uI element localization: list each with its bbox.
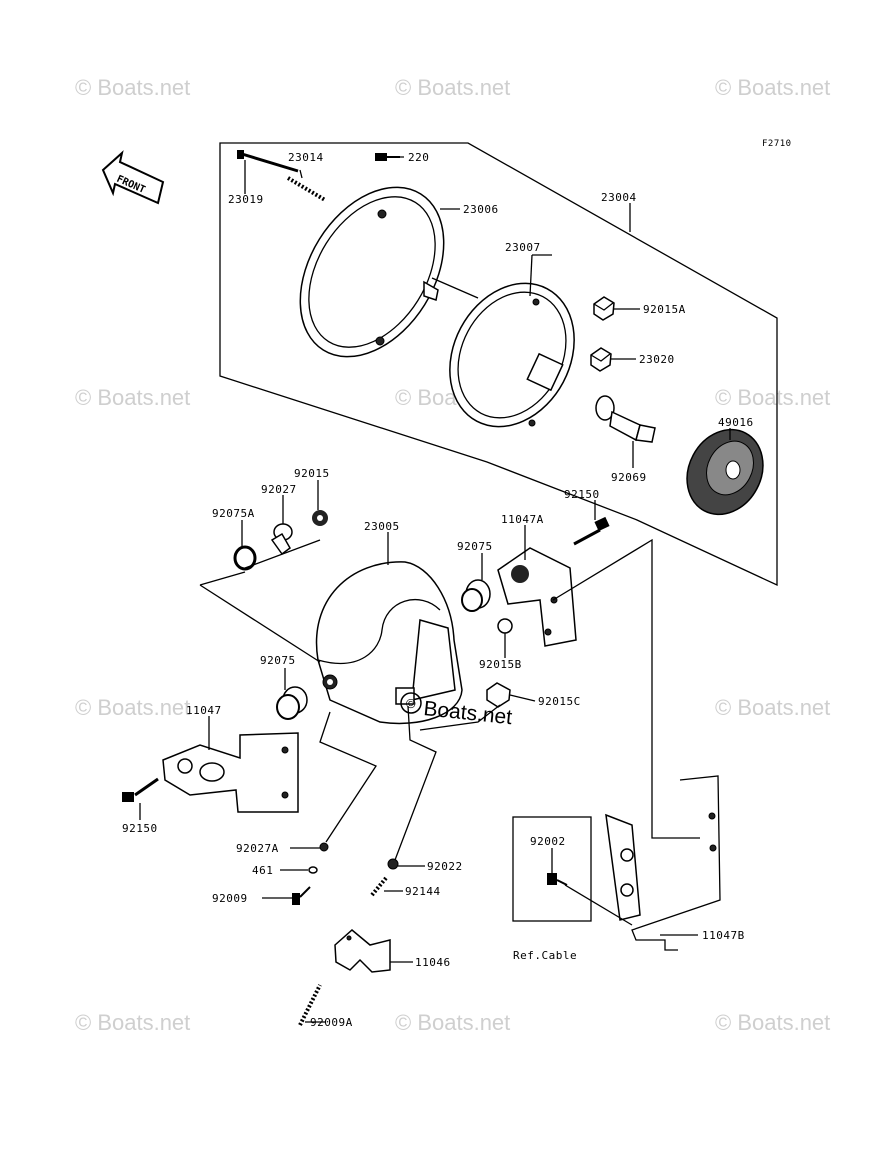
bracket	[334, 929, 391, 973]
headlight-assembly-outline	[219, 142, 778, 587]
watermark: © Boats.net	[715, 75, 830, 100]
part-label: 92015B	[479, 658, 522, 671]
part-label: 461	[252, 864, 273, 877]
part-label: 92015A	[643, 303, 686, 316]
grommet	[276, 686, 308, 720]
front-arrow-icon: FRONT	[101, 150, 165, 205]
part-label: 92027	[261, 483, 297, 496]
bracket	[605, 775, 721, 951]
nut	[497, 618, 513, 634]
part-label: 92075	[260, 654, 296, 667]
watermark: © Boats.net	[75, 1010, 190, 1035]
part-label: 92027A	[236, 842, 279, 855]
grommet	[233, 545, 257, 571]
part-label: 92009A	[310, 1016, 353, 1029]
svg-text:©: ©	[406, 696, 416, 711]
screw	[298, 984, 322, 1026]
bracket	[162, 732, 299, 813]
spring	[286, 176, 327, 202]
screw	[292, 886, 311, 905]
part-label: 23020	[639, 353, 675, 366]
part-label: 92022	[427, 860, 463, 873]
part-label: 23014	[288, 151, 324, 164]
rubber-boot	[686, 428, 764, 516]
part-label: 23006	[463, 203, 499, 216]
bracket	[497, 547, 577, 647]
part-label: 23005	[364, 520, 400, 533]
headlight-rim	[299, 186, 445, 358]
part-label: 92009	[212, 892, 248, 905]
part-labels: 23014 220 23019 23006 23004 23007 92015A…	[122, 151, 754, 1029]
leader-lines	[139, 156, 731, 1023]
nut	[486, 682, 511, 708]
headlight-housing	[315, 561, 463, 725]
washer	[308, 866, 318, 874]
part-label: 49016	[718, 416, 754, 429]
nut	[387, 858, 399, 870]
bolt	[547, 873, 568, 886]
watermark-layer: © Boats.net © Boats.net © Boats.net © Bo…	[75, 75, 830, 1035]
part-label: 23004	[601, 191, 637, 204]
diagram-code: F2710	[762, 139, 792, 149]
grommet	[461, 579, 491, 612]
part-label: 92069	[611, 471, 647, 484]
part-label: 92075A	[212, 507, 255, 520]
part-label: 11046	[415, 956, 451, 969]
watermark: © Boats.net	[715, 1010, 830, 1035]
watermark: © Boats.net	[75, 75, 190, 100]
collar	[319, 842, 329, 852]
part-label: 11047A	[501, 513, 544, 526]
watermark: © Boats.net	[715, 385, 830, 410]
reference-box	[512, 816, 592, 922]
spring	[370, 876, 388, 897]
part-label: 92002	[530, 835, 566, 848]
part-label: 92150	[122, 822, 158, 835]
part-label: 11047B	[702, 929, 745, 942]
part-label: 92150	[564, 488, 600, 501]
part-label: 11047	[186, 704, 222, 717]
nut	[590, 347, 612, 372]
part-label: 92015C	[538, 695, 581, 708]
part-label: 23007	[505, 241, 541, 254]
part-label: 92015	[294, 467, 330, 480]
ref-cable-label: Ref.Cable	[513, 949, 577, 962]
nut	[312, 510, 328, 526]
watermark: © Boats.net	[715, 695, 830, 720]
lens-unit	[449, 282, 575, 428]
bolt	[122, 777, 159, 802]
part-label: 220	[408, 151, 429, 164]
nut	[593, 296, 615, 321]
bolt	[573, 516, 610, 546]
watermark: © Boats.net	[395, 1010, 510, 1035]
collar	[270, 523, 293, 556]
bulb	[595, 395, 656, 443]
screw	[237, 150, 299, 173]
part-label: 92144	[405, 885, 441, 898]
part-label: 23019	[228, 193, 264, 206]
watermark: © Boats.net	[395, 75, 510, 100]
watermark: © Boats.net	[75, 695, 190, 720]
watermark: © Boats.net	[75, 385, 190, 410]
part-label: 92075	[457, 540, 493, 553]
